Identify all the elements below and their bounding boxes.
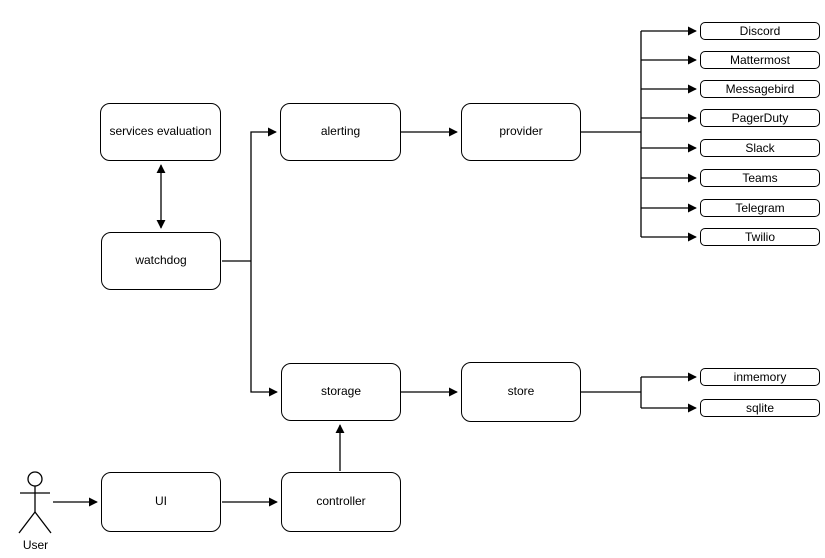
node-controller: controller bbox=[281, 472, 401, 532]
node-slack: Slack bbox=[700, 139, 820, 157]
node-discord: Discord bbox=[700, 22, 820, 40]
node-teams: Teams bbox=[700, 169, 820, 187]
node-sqlite: sqlite bbox=[700, 399, 820, 417]
user-actor-icon bbox=[18, 471, 52, 534]
node-storage: storage bbox=[281, 363, 401, 421]
node-pagerduty: PagerDuty bbox=[700, 109, 820, 127]
node-alerting: alerting bbox=[280, 103, 401, 161]
node-provider: provider bbox=[461, 103, 581, 161]
user-actor-label: User bbox=[22, 538, 49, 552]
node-twilio: Twilio bbox=[700, 228, 820, 246]
node-store: store bbox=[461, 362, 581, 422]
node-messagebird: Messagebird bbox=[700, 80, 820, 98]
node-ui: UI bbox=[101, 472, 221, 532]
node-watchdog: watchdog bbox=[101, 232, 221, 290]
node-telegram: Telegram bbox=[700, 199, 820, 217]
edge-watchdog-alerting bbox=[250, 127, 277, 261]
node-services-evaluation: services evaluation bbox=[100, 103, 221, 161]
node-inmemory: inmemory bbox=[700, 368, 820, 386]
node-mattermost: Mattermost bbox=[700, 51, 820, 69]
edge-watchdog-storage bbox=[250, 261, 278, 397]
